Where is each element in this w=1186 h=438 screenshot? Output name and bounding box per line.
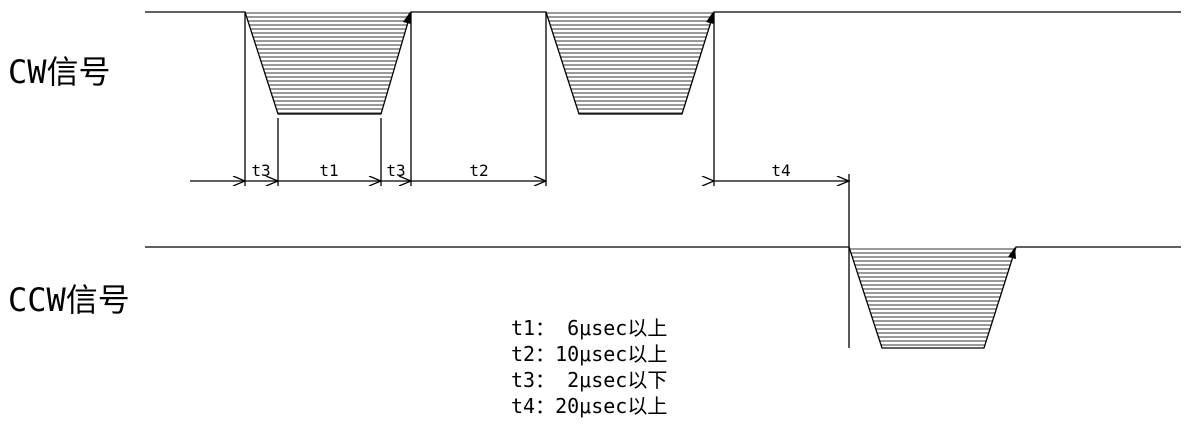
interval-label-t3-second: t3 [386, 161, 405, 180]
cw-pulse-1-hatch [245, 12, 411, 114]
legend-line-t3: t3： 2μsec以下 [511, 368, 667, 392]
interval-label-t2: t2 [469, 161, 488, 180]
legend-line-t1: t1： 6μsec以上 [511, 316, 667, 340]
cw-pulse-2-hatch [546, 12, 714, 114]
cw-signal-label: CW信号 [8, 53, 111, 91]
ccw-signal-label: CCW信号 [8, 281, 130, 319]
interval-label-t4: t4 [771, 161, 790, 180]
legend-line-t2: t2：10μsec以上 [511, 342, 667, 366]
legend-line-t4: t4：20μsec以上 [511, 394, 667, 418]
extension-lines [244, 12, 850, 348]
interval-label-t3-first: t3 [251, 161, 270, 180]
ccw-rise-arrow [1008, 247, 1016, 259]
timing-legend: t1： 6μsec以上 t2：10μsec以上 t3： 2μsec以下 t4：2… [511, 316, 667, 418]
cw-rise-arrow-1 [403, 12, 411, 24]
cw-rise-arrow-2 [706, 12, 714, 24]
interval-label-t1: t1 [319, 161, 338, 180]
ccw-pulse-hatch [849, 247, 1016, 348]
